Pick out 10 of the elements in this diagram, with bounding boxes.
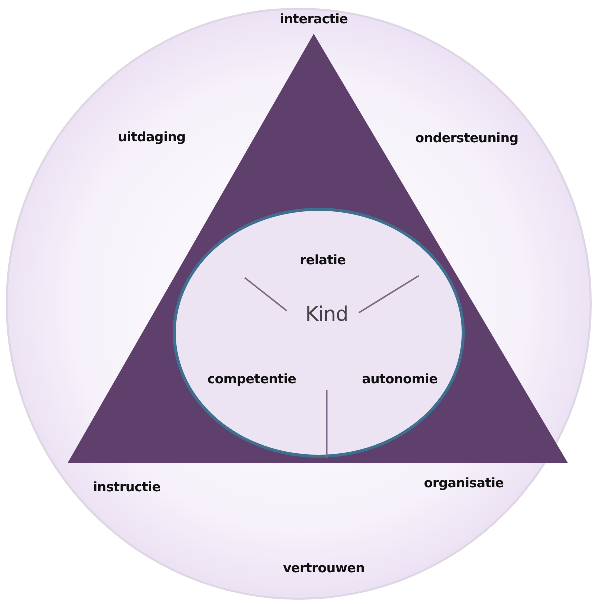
diagram-label: autonomie <box>362 372 438 388</box>
diagram-label: instructie <box>93 480 161 496</box>
diagram-label: ondersteuning <box>415 132 519 146</box>
diagram-label: interactie <box>280 12 348 28</box>
diagram-label: relatie <box>300 254 346 268</box>
diagram-label: uitdaging <box>118 130 186 146</box>
diagram-label: Kind <box>306 302 348 326</box>
diagram-label: competentie <box>208 372 296 388</box>
diagram-label: organisatie <box>424 476 504 492</box>
diagram-label: vertrouwen <box>283 562 365 576</box>
